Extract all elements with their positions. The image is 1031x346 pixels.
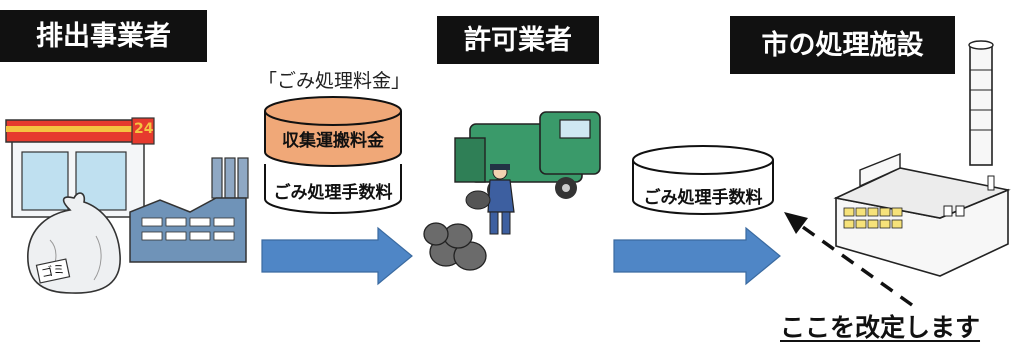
garbage-truck-icon [454,111,601,201]
fee-stack-cylinder [264,96,402,214]
flow-arrow-2 [613,226,781,286]
header-facility: 市の処理施設 [730,16,955,74]
store-icon [5,117,155,218]
facility-fee-label: ごみ処理手数料 [643,188,763,208]
collection-fee-label: 収集運搬料金 [282,131,384,151]
flow-arrow-1 [261,226,413,286]
fee-caption: 「ごみ処理料金」 [258,70,411,92]
store-sign-text: 24 [134,121,154,137]
processing-fee-label: ごみ処理手数料 [273,183,393,203]
garbage-bag-icon [27,192,121,294]
header-licensed: 許可業者 [437,16,599,64]
worker-icon [465,164,515,235]
header-discharger: 排出事業者 [0,10,207,62]
garbage-pile-icon [423,222,487,271]
facility-fee-cylinder [632,145,774,215]
revision-note: ここを改定します [780,313,981,342]
disposal-facility-icon [833,40,1011,277]
factory-icon [129,157,249,263]
dashed-pointer-arrow [784,212,914,307]
